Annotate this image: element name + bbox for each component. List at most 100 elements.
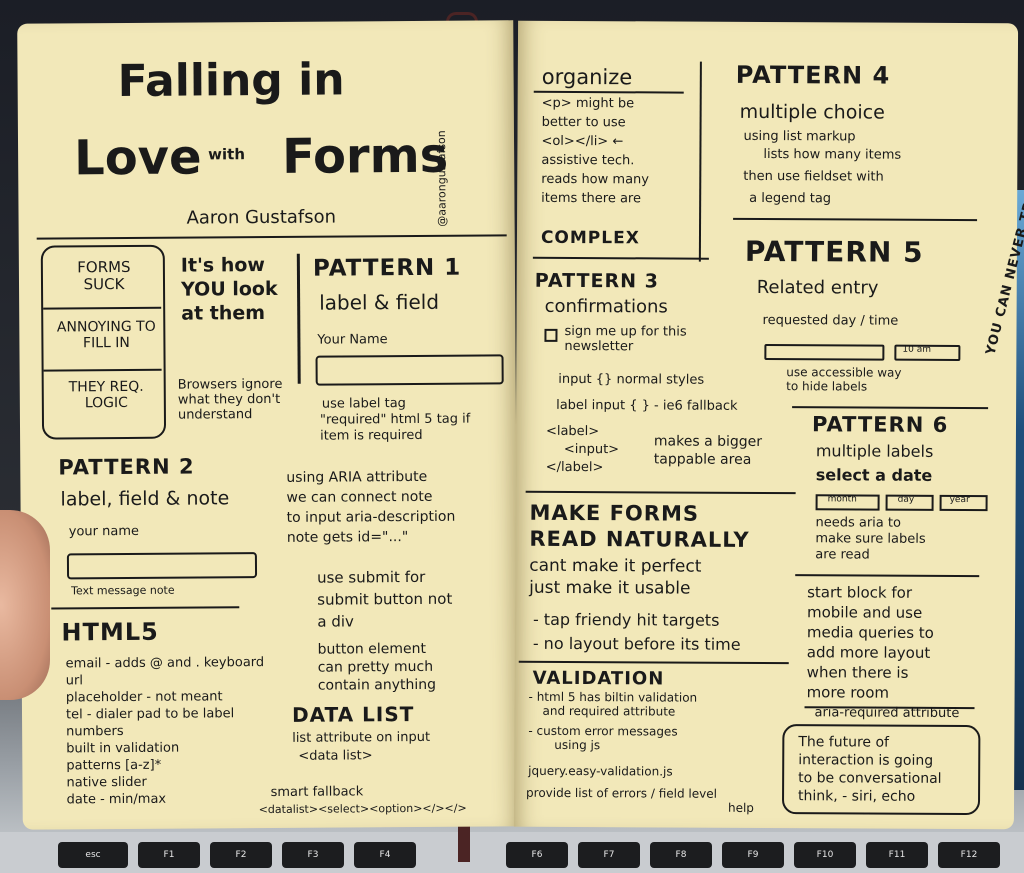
pattern-5-subtitle: Related entry xyxy=(756,276,879,299)
pattern-4-note: lists how many items xyxy=(763,146,902,163)
html5-item: patterns [a-z]* xyxy=(66,757,162,774)
key-f9: F9 xyxy=(722,842,784,868)
html5-item: placeholder - not meant xyxy=(65,689,223,706)
validation-note: using js xyxy=(554,737,601,753)
aria-required-note: aria-required attribute xyxy=(814,705,960,722)
validation-note: - custom error messages xyxy=(528,723,678,739)
aria-note-1: using ARIA attribute xyxy=(286,468,428,486)
divider xyxy=(525,490,796,495)
submit-note-3: a div xyxy=(317,612,354,631)
divider-vertical xyxy=(698,61,702,262)
twitter-handle: @aarongustafson xyxy=(434,130,449,227)
browsers-ignore: Browsers ignore what they don't understa… xyxy=(177,376,283,423)
pattern-1-note-1: use label tag xyxy=(321,396,406,412)
title-forms: Forms xyxy=(281,127,449,185)
key-f12: F12 xyxy=(938,842,1000,868)
box-annoying: ANNOYING TO FILL IN xyxy=(56,318,156,352)
pattern-1-subtitle: label & field xyxy=(319,289,440,315)
divider xyxy=(733,217,978,222)
html5-item: tel - dialer pad to be label xyxy=(65,706,235,723)
aria-note-3: to input aria-description xyxy=(286,508,456,526)
notebook-left-page: Falling in Love with Forms Aaron Gustafs… xyxy=(17,20,519,830)
organize-title: organize xyxy=(541,64,633,90)
pattern-6-title: PATTERN 6 xyxy=(811,412,949,437)
pattern-2-subtitle: label, field & note xyxy=(60,487,230,511)
pattern-3-note: input {} normal styles xyxy=(558,371,705,388)
html5-item: email - adds @ and . keyboard xyxy=(65,655,265,672)
submit-note-1: use submit for xyxy=(317,567,426,587)
pattern-2-note: Text message note xyxy=(71,583,175,598)
thumb xyxy=(0,510,50,700)
divider xyxy=(795,574,980,578)
pattern-5-note: requested day / time xyxy=(762,312,899,329)
author: Aaron Gustafson xyxy=(186,206,337,229)
organize-note: items there are xyxy=(541,190,642,207)
time-select-value: 10 am xyxy=(902,344,932,355)
pattern-4-note: using list markup xyxy=(743,128,856,145)
html5-item: numbers xyxy=(66,724,124,740)
organize-note: <p> might be xyxy=(541,95,635,112)
key-f6: F6 xyxy=(506,842,568,868)
start-block-note: start block for xyxy=(807,583,913,602)
pattern-3-subtitle: confirmations xyxy=(544,295,668,318)
pattern-3-note: makes a bigger xyxy=(653,433,763,450)
read-naturally-note: - no layout before its time xyxy=(532,633,741,654)
datalist-note-4: <datalist><select><option></></> xyxy=(258,801,467,817)
read-naturally-note: - tap friendy hit targets xyxy=(532,609,720,630)
start-block-note: when there is xyxy=(806,663,909,682)
organize-note: reads how many xyxy=(541,171,650,188)
validation-title: VALIDATION xyxy=(532,667,665,690)
its-how-you-look: It's how YOU look at them xyxy=(180,254,278,325)
pattern-2-field-sketch xyxy=(66,552,258,580)
start-block-note: more room xyxy=(806,683,890,702)
submit-note-2: submit button not xyxy=(317,589,453,609)
datalist-title: DATA LIST xyxy=(291,701,415,727)
pattern-3-checkbox-label: sign me up for this newsletter xyxy=(564,323,687,355)
divider xyxy=(36,234,507,240)
validation-note: jquery.easy-validation.js xyxy=(528,763,673,779)
key-esc: esc xyxy=(58,842,128,868)
key-f2: F2 xyxy=(210,842,272,868)
pattern-4-note: a legend tag xyxy=(749,190,832,207)
year-select-label: year xyxy=(949,494,970,506)
date-select-sketch xyxy=(764,343,885,361)
start-block-note: mobile and use xyxy=(806,603,923,622)
future-note: to be conversational xyxy=(798,770,942,787)
title-line-1: Falling in xyxy=(117,54,345,108)
pattern-4-title: PATTERN 4 xyxy=(735,60,891,90)
pattern-1-note-2: "required" html 5 tag if xyxy=(319,411,471,428)
organize-note: assistive tech. xyxy=(541,152,635,169)
datalist-note-1: list attribute on input xyxy=(292,729,431,746)
title-with: with xyxy=(208,145,246,164)
pattern-4-note: then use fieldset with xyxy=(743,168,884,185)
future-note: The future of xyxy=(798,734,890,751)
pattern-3-code: <label> xyxy=(545,423,600,440)
pattern-3-note: label input { } - ie6 fallback xyxy=(556,397,738,414)
pattern-2-field-label: your name xyxy=(68,523,140,540)
button-note-1: button element xyxy=(317,640,426,658)
organize-note: better to use xyxy=(541,114,626,131)
pattern-4-subtitle: multiple choice xyxy=(739,100,885,124)
datalist-note-3: smart fallback xyxy=(270,784,364,800)
html5-item: native slider xyxy=(66,774,147,791)
pattern-5-title: PATTERN 5 xyxy=(744,234,924,269)
html5-item: url xyxy=(65,673,84,689)
divider-vertical xyxy=(296,253,301,384)
pattern-1-field-label: Your Name xyxy=(317,332,388,348)
key-f4: F4 xyxy=(354,842,416,868)
aria-note-4: note gets id="..." xyxy=(286,529,409,546)
pattern-6-note: are read xyxy=(815,547,870,563)
organize-note: <ol></li> ← xyxy=(541,133,624,150)
future-note: interaction is going xyxy=(798,752,934,769)
pattern-3-code: </label> xyxy=(545,459,604,476)
html5-title: HTML5 xyxy=(61,617,159,647)
complex-title: COMPLEX xyxy=(540,227,640,249)
pattern-3-note: tappable area xyxy=(653,451,752,468)
html5-item: date - min/max xyxy=(66,791,167,808)
pattern-6-select-date: select a date xyxy=(815,465,933,485)
key-f8: F8 xyxy=(650,842,712,868)
key-f7: F7 xyxy=(578,842,640,868)
divider xyxy=(532,256,709,260)
pattern-6-note: needs aria to xyxy=(815,515,901,531)
key-f3: F3 xyxy=(282,842,344,868)
